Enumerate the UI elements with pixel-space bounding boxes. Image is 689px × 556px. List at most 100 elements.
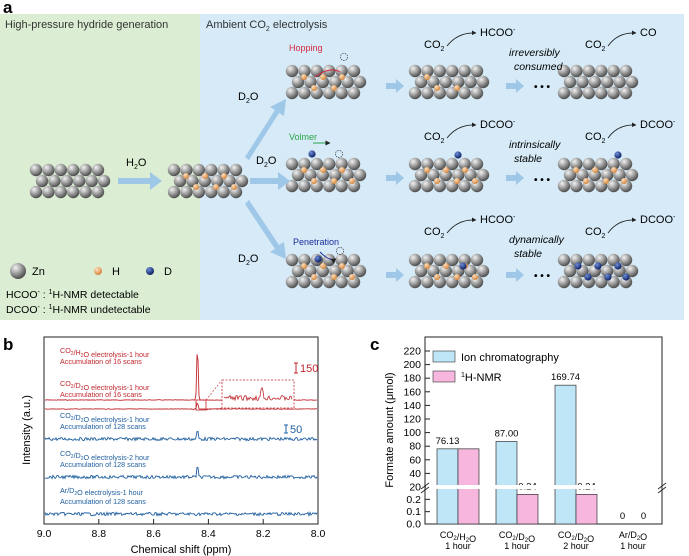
nmr-x-axis-label: Chemical shift (ppm) bbox=[131, 544, 232, 556]
bar-value-label: 76.13 bbox=[436, 436, 460, 447]
zn-atom bbox=[235, 174, 249, 188]
bar-h-nmr bbox=[516, 494, 539, 525]
product-end: DCOO- bbox=[640, 214, 676, 226]
panel-a-left-title: High-pressure hydride generation bbox=[5, 19, 168, 31]
zn-atom bbox=[421, 253, 434, 267]
zn-atom bbox=[408, 179, 422, 193]
zn-atom bbox=[180, 163, 193, 177]
y-tick-label: 180 bbox=[403, 373, 421, 385]
zn-atom bbox=[67, 185, 80, 199]
zn-slab bbox=[557, 151, 639, 193]
h-atom bbox=[424, 263, 430, 269]
zn-atom bbox=[619, 253, 633, 267]
zn-atom bbox=[223, 174, 236, 188]
zn-atom bbox=[335, 157, 348, 171]
zn-slab bbox=[167, 163, 249, 199]
x-tick-label: 8.0 bbox=[311, 528, 326, 540]
bar-value-label: 169.74 bbox=[551, 372, 580, 383]
mechanism-penetration: Penetration bbox=[293, 237, 339, 247]
bar-category-label: 1 hour bbox=[445, 541, 471, 551]
zn-atom bbox=[60, 174, 73, 188]
legend-hcoo-line: HCOO- : 1H-NMR detectable bbox=[6, 289, 139, 301]
h-atom bbox=[301, 167, 307, 173]
bar-value-label: 0 bbox=[620, 511, 625, 522]
h-atom bbox=[202, 173, 208, 179]
h-legend-label: H bbox=[112, 266, 120, 278]
zn-atom bbox=[323, 64, 336, 78]
zn-atom bbox=[298, 64, 311, 78]
mechanism-volmer: Volmer bbox=[289, 132, 317, 142]
y-tick-label: 80 bbox=[409, 441, 421, 453]
zn-atom bbox=[557, 253, 571, 267]
zn-slab bbox=[408, 253, 490, 289]
panel-c: c Formate amount (μmol) 2040608010012014… bbox=[370, 335, 667, 551]
product-end: DCOO- bbox=[640, 119, 676, 131]
zn-atom bbox=[335, 179, 348, 193]
h-atom bbox=[231, 184, 237, 190]
bar-ion-chromatography bbox=[554, 384, 577, 525]
vacancy-marker bbox=[335, 150, 343, 158]
h-atom bbox=[454, 274, 460, 280]
h-atom bbox=[339, 167, 345, 173]
zn-atom bbox=[316, 75, 329, 89]
h-atom bbox=[592, 167, 598, 173]
bar-legend: Ion chromatography 1H-NMR bbox=[432, 350, 559, 384]
zn-atom bbox=[316, 168, 329, 182]
zn-atom bbox=[54, 185, 67, 199]
h-atom bbox=[443, 263, 449, 269]
zn-atom bbox=[582, 64, 595, 78]
zn-atom bbox=[595, 64, 608, 78]
co2-label: CO2 bbox=[424, 226, 445, 240]
d2o-label-bottom: D2O bbox=[238, 253, 259, 267]
y-tick-label: 100 bbox=[403, 427, 421, 439]
d-atom bbox=[454, 151, 462, 159]
y-tick-label: 60 bbox=[409, 454, 421, 466]
zn-atom bbox=[414, 168, 428, 182]
vacancy-marker bbox=[336, 247, 344, 255]
zn-atom bbox=[433, 253, 446, 267]
flow-arrow bbox=[386, 79, 404, 93]
zn-atom bbox=[619, 157, 633, 171]
flow-arrows bbox=[386, 79, 524, 282]
zn-atom bbox=[408, 275, 422, 289]
y-tick-label: 140 bbox=[403, 400, 421, 412]
zn-slab bbox=[285, 247, 367, 289]
penetration-arrow bbox=[319, 251, 337, 264]
zn-atom bbox=[476, 168, 490, 182]
d-atom bbox=[459, 262, 467, 270]
legend-nmr-swatch bbox=[432, 370, 456, 383]
panel-a: a High-pressure hydride generation Ambie… bbox=[0, 0, 684, 320]
legend-ic-swatch bbox=[432, 350, 456, 363]
zn-atom bbox=[582, 253, 595, 267]
svg-text:50: 50 bbox=[290, 424, 302, 436]
product-mid: DCOO- bbox=[480, 119, 516, 131]
zn-atom bbox=[167, 163, 181, 177]
zn-atom bbox=[335, 86, 348, 100]
zn-atom bbox=[73, 174, 86, 188]
h-atom bbox=[454, 178, 460, 184]
zn-atom bbox=[329, 168, 342, 182]
h-atom bbox=[311, 85, 317, 91]
bar-h-nmr bbox=[575, 494, 598, 525]
zn-atom bbox=[557, 157, 571, 171]
zn-atom bbox=[557, 86, 571, 100]
zn-atom bbox=[601, 168, 614, 182]
zn-atom bbox=[329, 264, 342, 278]
mechanism-hopping: Hopping bbox=[289, 43, 323, 53]
h-atom bbox=[349, 178, 355, 184]
zn-atom bbox=[439, 264, 452, 278]
zn-atom bbox=[97, 174, 111, 188]
svg-text:150: 150 bbox=[300, 363, 318, 375]
stability-note: stable bbox=[514, 153, 542, 165]
flow-arrow bbox=[386, 171, 404, 185]
zn-atom bbox=[180, 185, 193, 199]
zn-atom bbox=[595, 157, 608, 171]
zn-atom bbox=[298, 86, 311, 100]
zn-atom bbox=[48, 174, 61, 188]
zn-atom bbox=[601, 264, 614, 278]
y-tick-label: 40 bbox=[409, 468, 421, 480]
zn-atom bbox=[607, 64, 620, 78]
zn-atom bbox=[91, 163, 105, 177]
stability-note: stable bbox=[514, 248, 542, 260]
nmr-trace bbox=[44, 466, 318, 480]
